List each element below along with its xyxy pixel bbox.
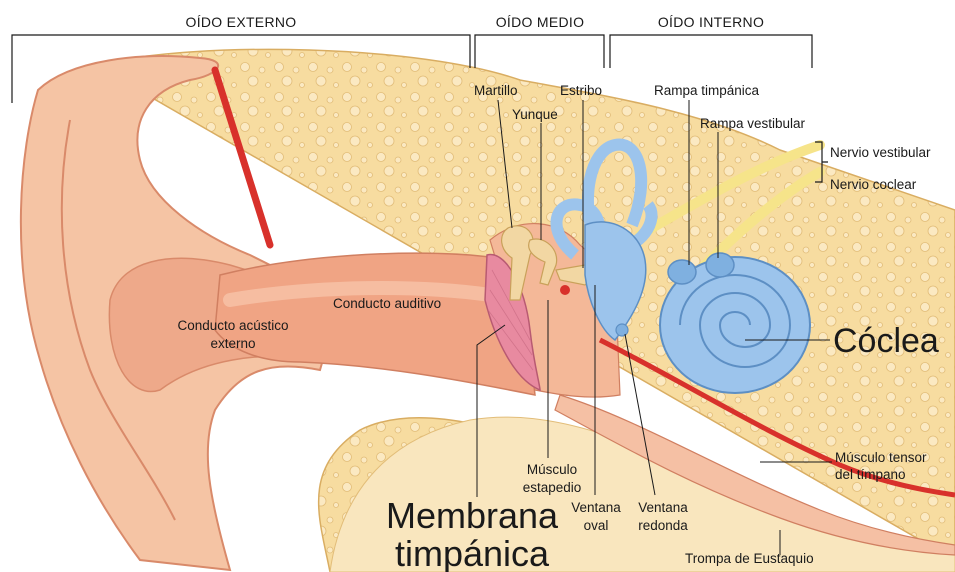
bracket-inner bbox=[610, 35, 812, 68]
label-musculo-tensor-line2: del tímpano bbox=[835, 467, 906, 482]
label-rampa-vestibular: Rampa vestibular bbox=[700, 116, 806, 131]
label-conducto-acustico-line1: Conducto acústico bbox=[177, 318, 288, 333]
label-ventana-redonda-line1: Ventana bbox=[638, 500, 688, 515]
label-martillo: Martillo bbox=[474, 83, 518, 98]
label-nervio-vestibular: Nervio vestibular bbox=[830, 145, 931, 160]
label-conducto-acustico-line2: externo bbox=[210, 336, 255, 351]
label-membrana-line2: timpánica bbox=[395, 533, 550, 572]
label-ventana-oval-line2: oval bbox=[584, 518, 609, 533]
anatomy-illustration bbox=[21, 49, 955, 572]
label-ventana-redonda-line2: redonda bbox=[638, 518, 688, 533]
stapedius-muscle bbox=[560, 285, 570, 295]
label-yunque: Yunque bbox=[512, 107, 558, 122]
label-coclea: Cóclea bbox=[833, 322, 939, 360]
label-conducto-auditivo: Conducto auditivo bbox=[333, 296, 441, 311]
label-rampa-timpanica: Rampa timpánica bbox=[654, 83, 760, 98]
label-estribo: Estribo bbox=[560, 83, 602, 98]
label-trompa-eustaquio: Trompa de Eustaquio bbox=[685, 551, 814, 566]
label-ventana-oval-line1: Ventana bbox=[571, 500, 621, 515]
label-membrana-line1: Membrana bbox=[386, 495, 559, 536]
section-middle-ear: OÍDO MEDIO bbox=[496, 14, 585, 30]
label-nervio-coclear: Nervio coclear bbox=[830, 177, 917, 192]
label-musculo-estapedio-line1: Músculo bbox=[527, 462, 577, 477]
bracket-middle bbox=[475, 35, 604, 68]
label-musculo-estapedio-line2: estapedio bbox=[523, 480, 582, 495]
round-window bbox=[616, 324, 628, 336]
section-inner-ear: OÍDO INTERNO bbox=[658, 14, 764, 30]
section-outer-ear: OÍDO EXTERNO bbox=[186, 14, 297, 30]
label-musculo-tensor-line1: Músculo tensor bbox=[835, 450, 927, 465]
